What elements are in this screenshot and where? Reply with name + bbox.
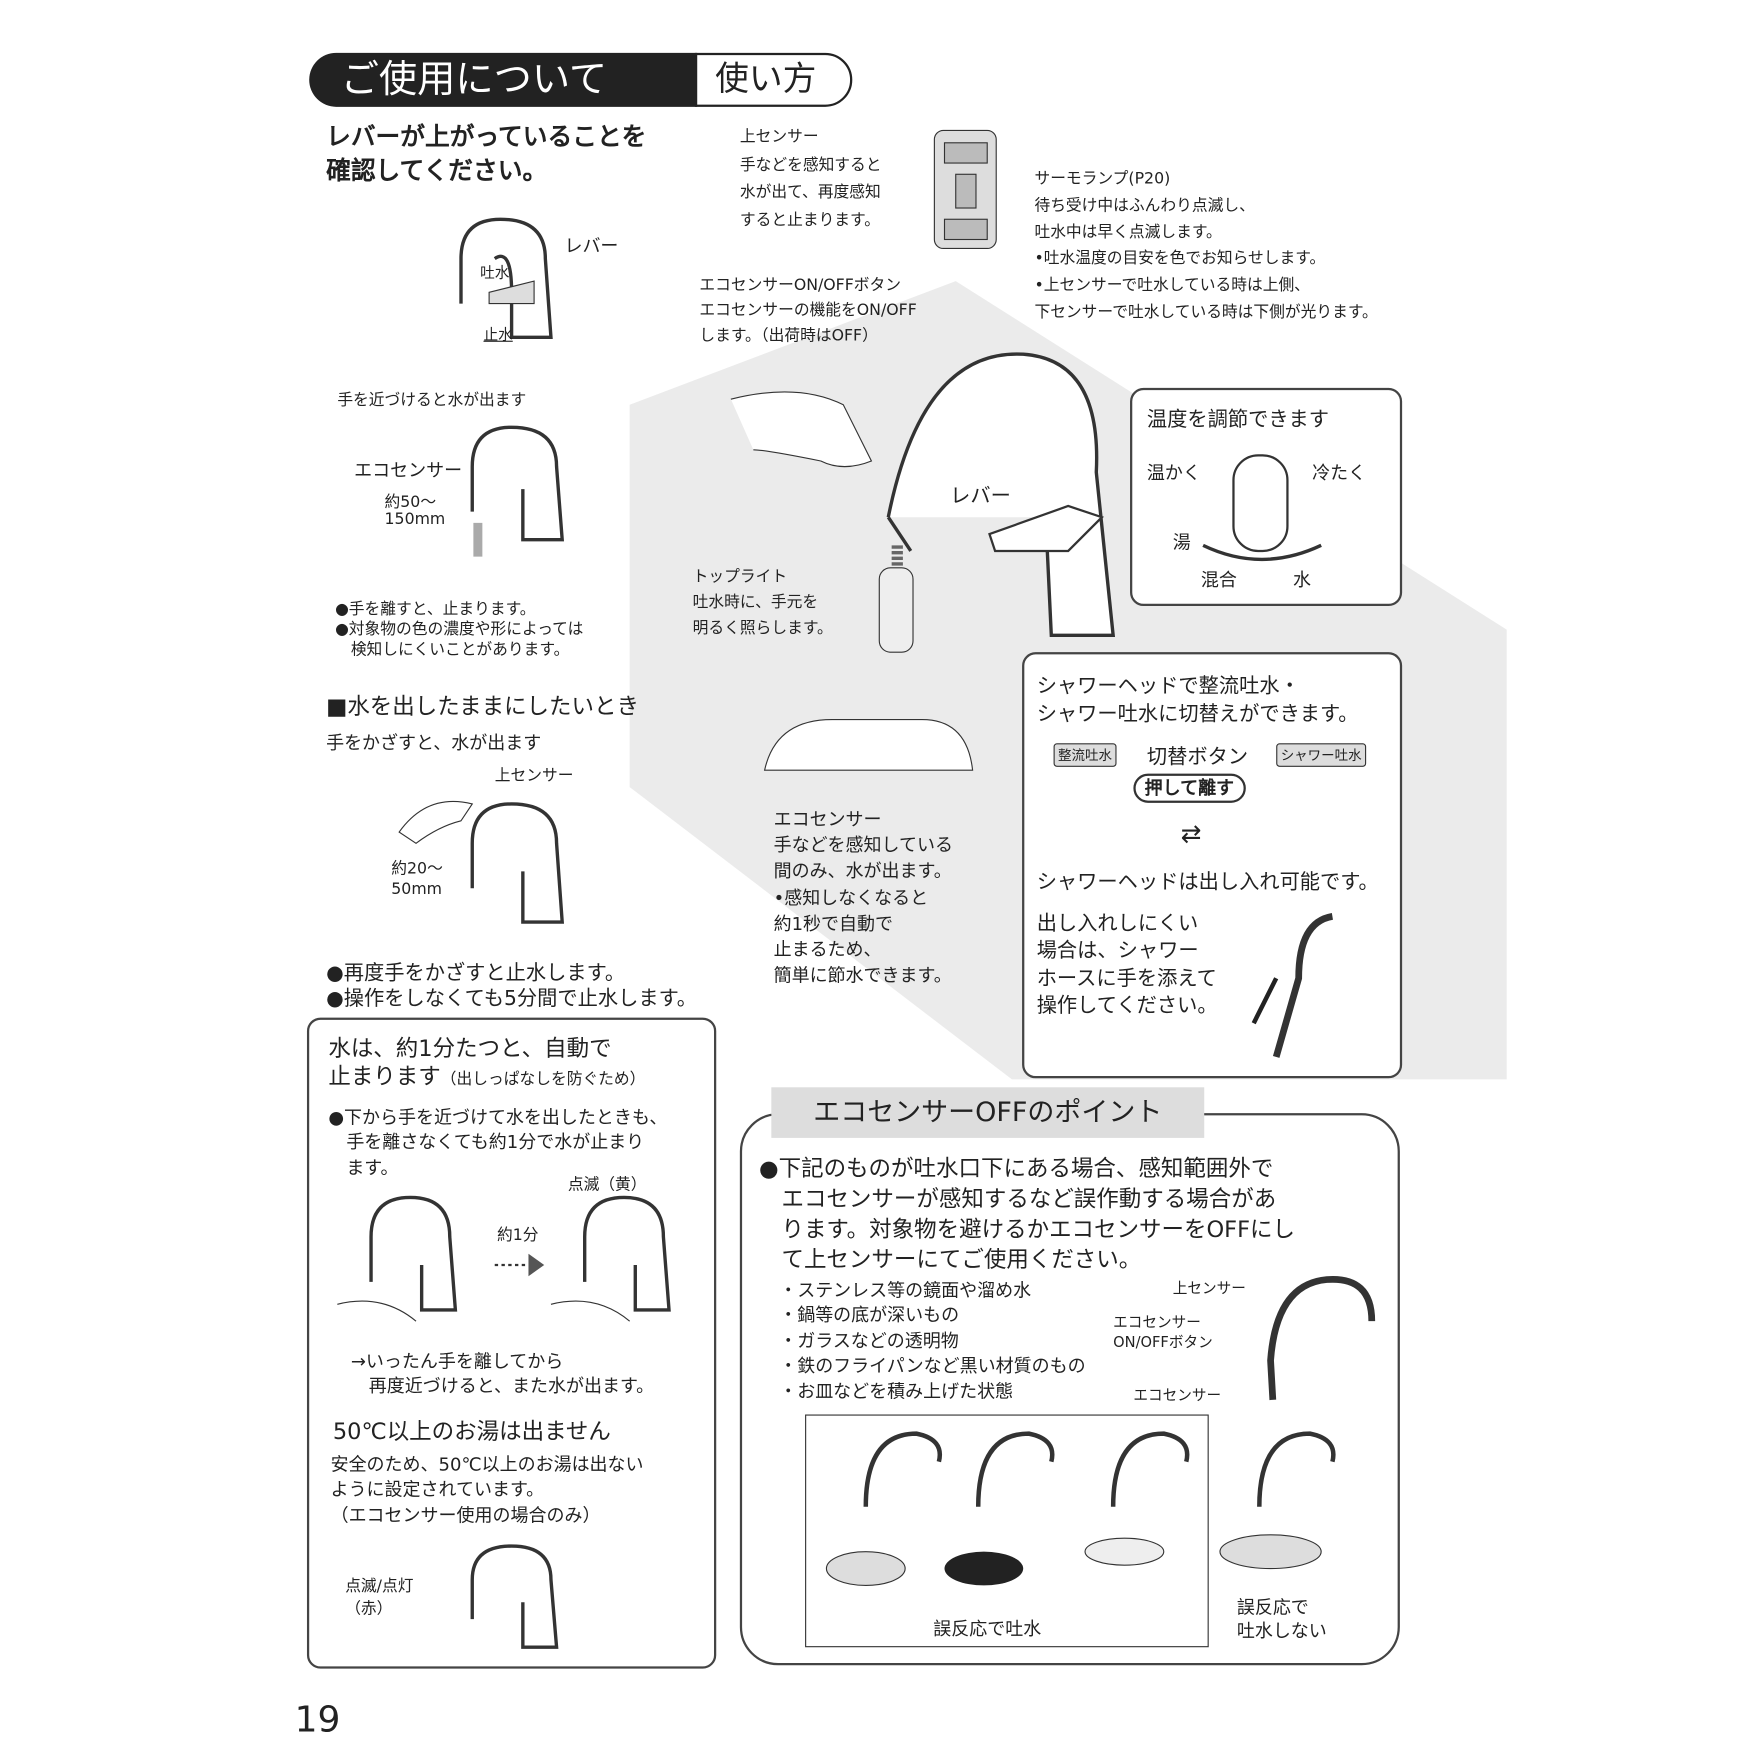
sensor-panel-illustration: [933, 129, 997, 250]
eco-notes: ●手を離すと、止まります。 ●対象物の色の濃度や形によっては 検知しにくいことが…: [335, 600, 584, 660]
auto-stop-bullet: ●下から手を近づけて水を出したときも、 手を離さなくても約1分で水が止まり ます…: [328, 1106, 668, 1179]
red-lamp-label: 点滅/点灯 （赤）: [345, 1577, 414, 1618]
faucet-hand-illustration: [398, 800, 565, 924]
thermo-lamp-desc: サーモランプ(P20) 待ち受け中はふんわり点滅し、 吐水中は早く点滅します。 …: [1034, 169, 1378, 322]
eco-button-desc: エコセンサーON/OFFボタン エコセンサーの機能をON/OFF します。（出荷…: [699, 276, 917, 345]
faucet-eco-illustration: [470, 425, 565, 557]
keep-water-sensor: 上センサー: [494, 766, 574, 785]
faucet-after-illustration: [550, 1195, 671, 1322]
shower-hose-illustration: [1251, 913, 1334, 1058]
top-sensor-desc: 上センサー 手などを感知すると 水が出て、再度感知 すると止まります。: [739, 128, 882, 229]
false-trigger-frame: [805, 1414, 1209, 1648]
main-lever-label: レバー: [950, 484, 1011, 509]
eco-caption: 手を近づけると水が出ます: [337, 391, 527, 410]
shower-mode-tag: シャワー吐水: [1276, 743, 1367, 767]
temp-warm: 温かく: [1146, 462, 1201, 484]
no-false-label: 誤反応で 吐水しない: [1236, 1596, 1327, 1642]
header-title: ご使用について: [309, 52, 698, 107]
faucet-red-lamp-illustration: [470, 1544, 559, 1649]
keep-water-distance: 約20〜 50mm: [391, 860, 443, 899]
false-trigger-illustrations: [825, 1431, 1336, 1586]
one-minute-label: 約1分: [496, 1226, 539, 1245]
eco-off-text: ●下記のものが吐水口下にある場合、感知範囲外で エコセンサーが感知するなど誤作動…: [758, 1154, 1296, 1273]
temp-cold: 冷たく: [1312, 462, 1367, 484]
straight-mode-tag: 整流吐水: [1053, 743, 1117, 767]
auto-stop-after: →いったん手を離してから 再度近づけると、また水が出ます。: [350, 1350, 655, 1397]
swap-arrows-icon: ⇄: [1180, 820, 1202, 849]
temp-hot: 湯: [1172, 531, 1191, 554]
shower-box: [1022, 652, 1403, 1079]
eco-off-title: エコセンサーOFFのポイント: [771, 1087, 1205, 1138]
eco-off-button-label: エコセンサー ON/OFFボタン: [1113, 1314, 1213, 1352]
eco-sensor-desc: エコセンサー 手などを感知している 間のみ、水が出ます。 •感知しなくなると 約…: [773, 808, 953, 987]
temperature-title: 温度を調節できます: [1146, 408, 1330, 432]
lever-rotation-illustration: [1202, 454, 1322, 562]
eco-off-items: ・ステンレス等の鏡面や溜め水 ・鍋等の底が深いもの ・ガラスなどの透明物 ・鉄の…: [779, 1279, 1086, 1402]
faucet-lever-illustration: [459, 217, 553, 340]
lever-heading: レバーが上がっていることを 確認してください。: [326, 123, 647, 186]
keep-water-notes: ●再度手をかざすと止水します。 ●操作をしなくても5分間で止水します。: [326, 961, 698, 1011]
keep-water-heading: ■水を出したままにしたいとき: [326, 692, 639, 720]
toplight-desc: トップライト 吐水時に、手元を 明るく照らします。: [692, 567, 833, 638]
false-on-label: 誤反応で吐水: [933, 1618, 1042, 1640]
temp-water: 水: [1293, 568, 1312, 591]
eco-off-eco-sensor: エコセンサー: [1133, 1387, 1222, 1405]
eco-distance: 約50〜 150mm: [384, 493, 446, 529]
switch-button-label: 切替ボタン: [1146, 745, 1249, 770]
hot-water-text: 安全のため、50℃以上のお湯は出ない ように設定されています。 （エコセンサー使…: [330, 1453, 644, 1526]
main-faucet-illustration: [730, 352, 1116, 771]
auto-stop-box: [306, 1017, 717, 1669]
header-subtitle: 使い方: [694, 52, 853, 107]
shower-hint-text: 出し入れしにくい 場合は、シャワー ホースに手を添えて 操作してください。: [1036, 911, 1218, 1018]
eco-off-top-sensor: 上センサー: [1172, 1280, 1246, 1298]
faucet-side-illustration: [1267, 1276, 1376, 1401]
auto-stop-heading-text: 水は、約1分たつと、自動で 止まります: [328, 1034, 612, 1090]
hot-water-heading: 50℃以上のお湯は出ません: [332, 1417, 611, 1445]
lever-on-label: 吐水: [480, 265, 510, 283]
faucet-before-illustration: [337, 1195, 458, 1322]
shower-title: シャワーヘッドで整流吐水・ シャワー吐水に切替えができます。: [1036, 674, 1359, 727]
temp-mix: 混合: [1200, 568, 1237, 591]
blink-yellow-label: 点滅（黄）: [567, 1176, 647, 1195]
lever-off-label: 止水: [483, 327, 513, 345]
press-release-badge: 押して離す: [1133, 773, 1246, 803]
eco-sensor-label: エコセンサー: [354, 459, 463, 482]
auto-stop-heading-note: （出しっぱなしを防ぐため）: [440, 1070, 646, 1089]
keep-water-sub: 手をかざすと、水が出ます: [326, 731, 542, 754]
lever-label: レバー: [564, 234, 619, 257]
arrow-right-icon: [494, 1253, 545, 1277]
auto-stop-heading: 水は、約1分たつと、自動で 止まります（出しっぱなしを防ぐため）: [328, 1034, 645, 1090]
page-number: 19: [294, 1697, 341, 1741]
shower-retract-text: シャワーヘッドは出し入れ可能です。: [1036, 870, 1379, 894]
